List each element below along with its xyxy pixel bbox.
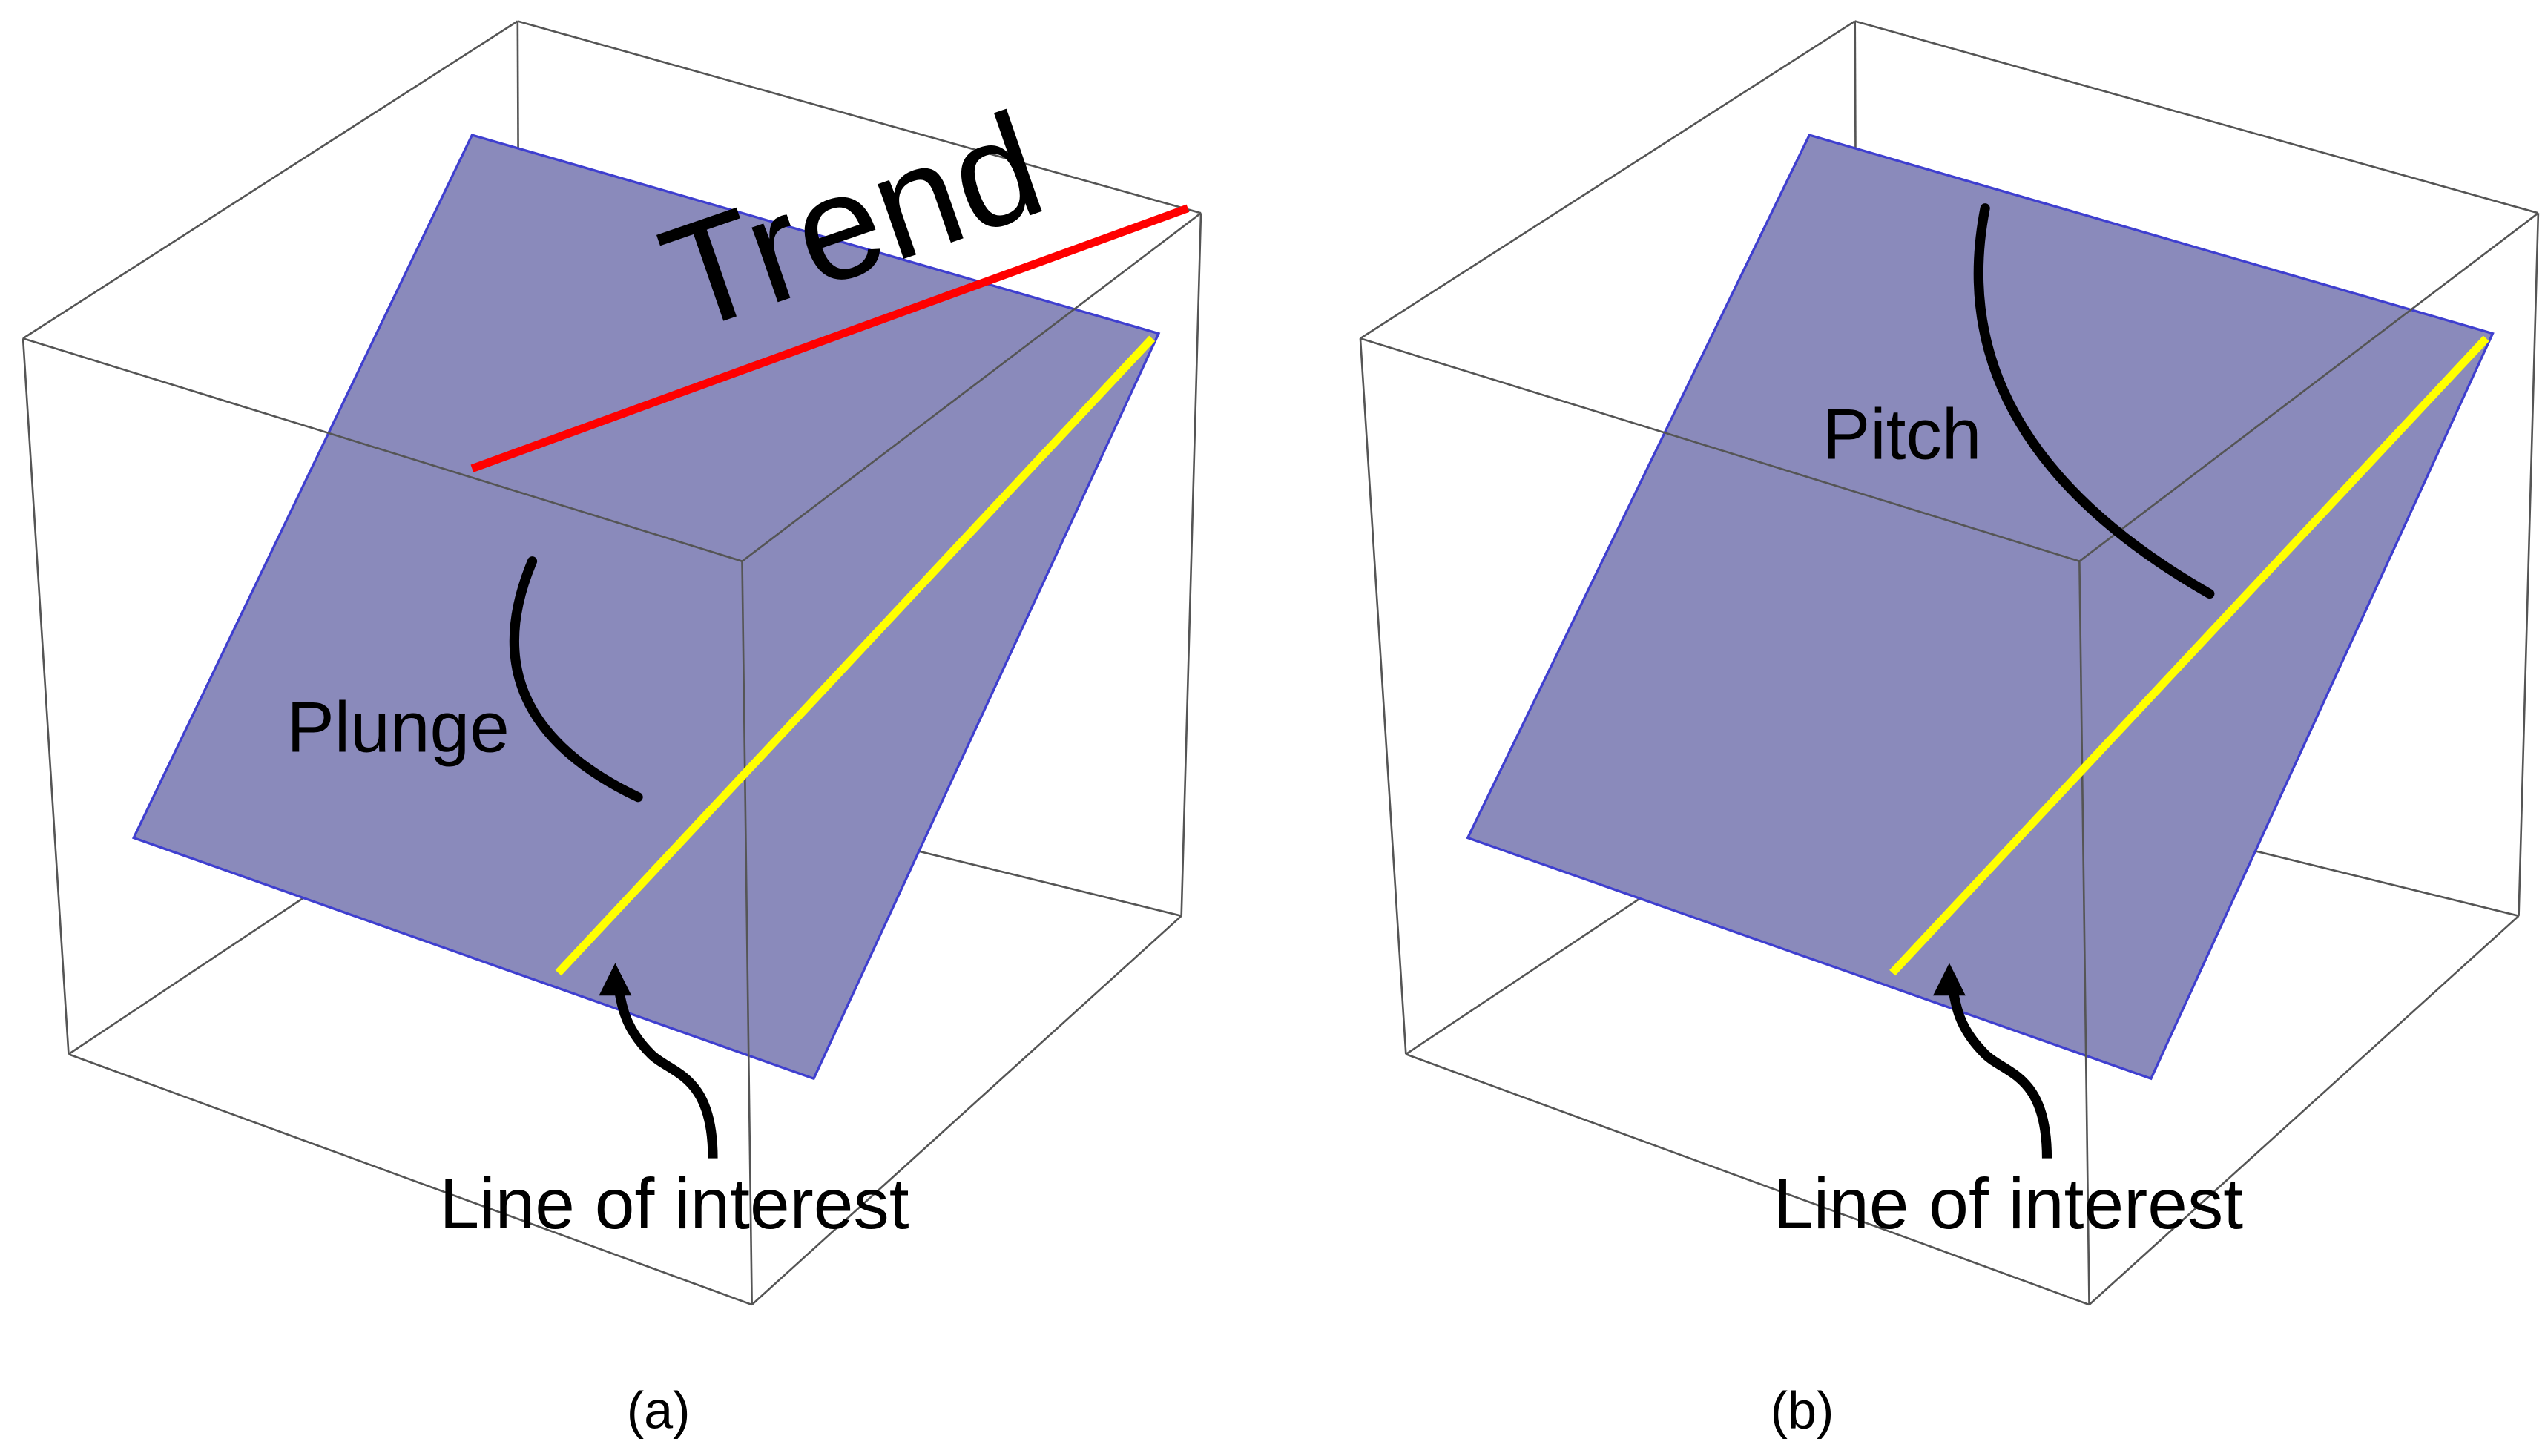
trend-line (470, 204, 1190, 472)
arrowhead-icon (1932, 963, 1966, 996)
pitch-arc (1973, 203, 2215, 599)
panel-caption-b: (b) (1771, 1381, 1834, 1440)
pointer-arrow (612, 975, 718, 1159)
plunge-arc (509, 556, 643, 803)
line-of-interest-label: Line of interest (1774, 1165, 2243, 1244)
panel-b: Pitch Line of interest (b) (1359, 20, 2540, 1440)
panel-caption-a: (a) (627, 1381, 691, 1440)
arrowhead-icon (599, 963, 632, 996)
panel-a: Trend Plunge Line of interest (a) (22, 20, 1202, 1440)
line-of-interest (555, 335, 1156, 976)
bounding-box-front-edges (22, 212, 1202, 1306)
bounding-box-front-edges (1359, 212, 2540, 1306)
pointer-arrow (1946, 975, 2052, 1159)
inclined-plane (1466, 134, 2495, 1081)
line-of-interest (1889, 335, 2489, 976)
inclined-plane (131, 134, 1161, 1081)
plunge-label: Plunge (286, 688, 509, 767)
pitch-label: Pitch (1823, 395, 1982, 475)
line-of-interest-label: Line of interest (440, 1165, 909, 1244)
